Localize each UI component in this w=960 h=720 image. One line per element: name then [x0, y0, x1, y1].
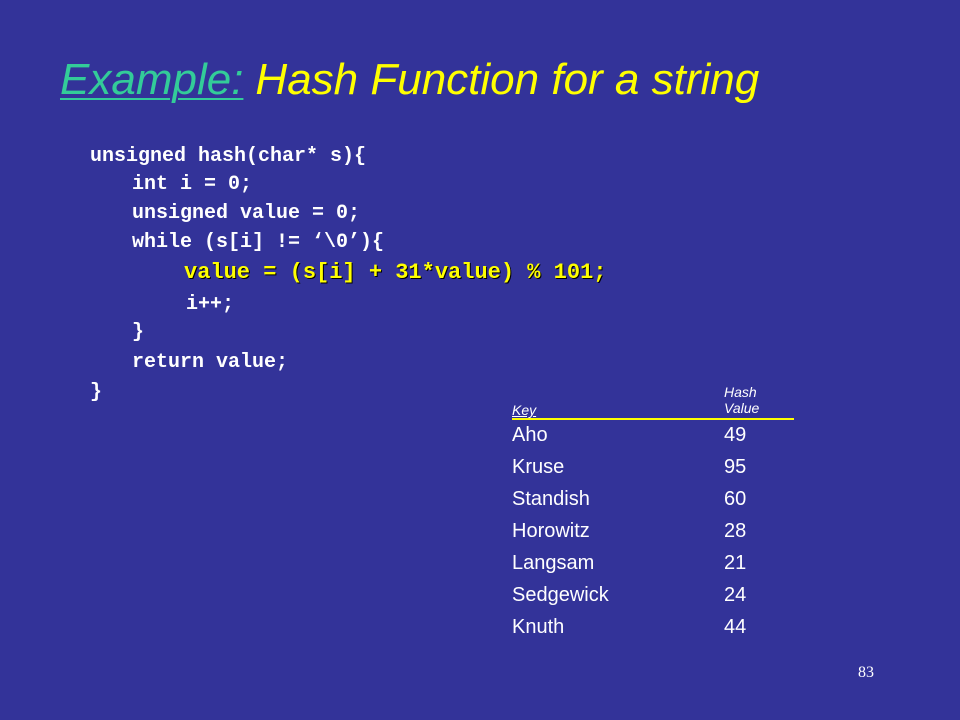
- header-rule: [512, 418, 794, 420]
- row-hash-value: 60: [724, 488, 747, 510]
- row-key: Sedgewick: [512, 584, 609, 606]
- code-line: int i = 0;: [132, 173, 253, 196]
- table-row: Aho 49: [512, 424, 802, 454]
- code-line: }: [132, 321, 145, 344]
- slide-title: Example:Hash Function for a string: [60, 55, 760, 104]
- highlighted-code-line: value = (s[i] + 31*value) % 101;: [184, 260, 607, 285]
- code-line: while (s[i] != ‘\0’){: [132, 231, 385, 254]
- title-example-label: Example:: [60, 55, 244, 104]
- row-hash-value: 49: [724, 424, 747, 446]
- code-line: }: [90, 381, 103, 404]
- page-number: 83: [858, 664, 874, 681]
- code-line: return value;: [132, 351, 289, 374]
- row-key: Standish: [512, 488, 590, 510]
- row-key: Langsam: [512, 552, 595, 574]
- table-row: Kruse 95: [512, 456, 802, 486]
- row-key: Horowitz: [512, 520, 590, 542]
- table-row: Knuth 44: [512, 616, 802, 646]
- table-row: Langsam 21: [512, 552, 802, 582]
- row-hash-value: 28: [724, 520, 747, 542]
- title-text: Hash Function for a string: [255, 55, 760, 104]
- table-row: Sedgewick 24: [512, 584, 802, 614]
- row-hash-value: 44: [724, 616, 747, 638]
- row-hash-value: 24: [724, 584, 747, 606]
- table-row: Standish 60: [512, 488, 802, 518]
- row-key: Knuth: [512, 616, 565, 638]
- row-key: Aho: [512, 424, 548, 446]
- code-line: i++;: [186, 293, 235, 316]
- code-line: unsigned value = 0;: [132, 202, 361, 225]
- hash-value-column-header: Hash Value: [724, 384, 759, 416]
- hash-header-line-2: Value: [724, 400, 760, 416]
- row-key: Kruse: [512, 456, 565, 478]
- code-line: unsigned hash(char* s){: [90, 145, 367, 168]
- table-row: Horowitz 28: [512, 520, 802, 550]
- row-hash-value: 95: [724, 456, 747, 478]
- key-column-header: Key: [512, 402, 537, 418]
- row-hash-value: 21: [724, 552, 747, 574]
- hash-header-line-1: Hash: [724, 384, 757, 400]
